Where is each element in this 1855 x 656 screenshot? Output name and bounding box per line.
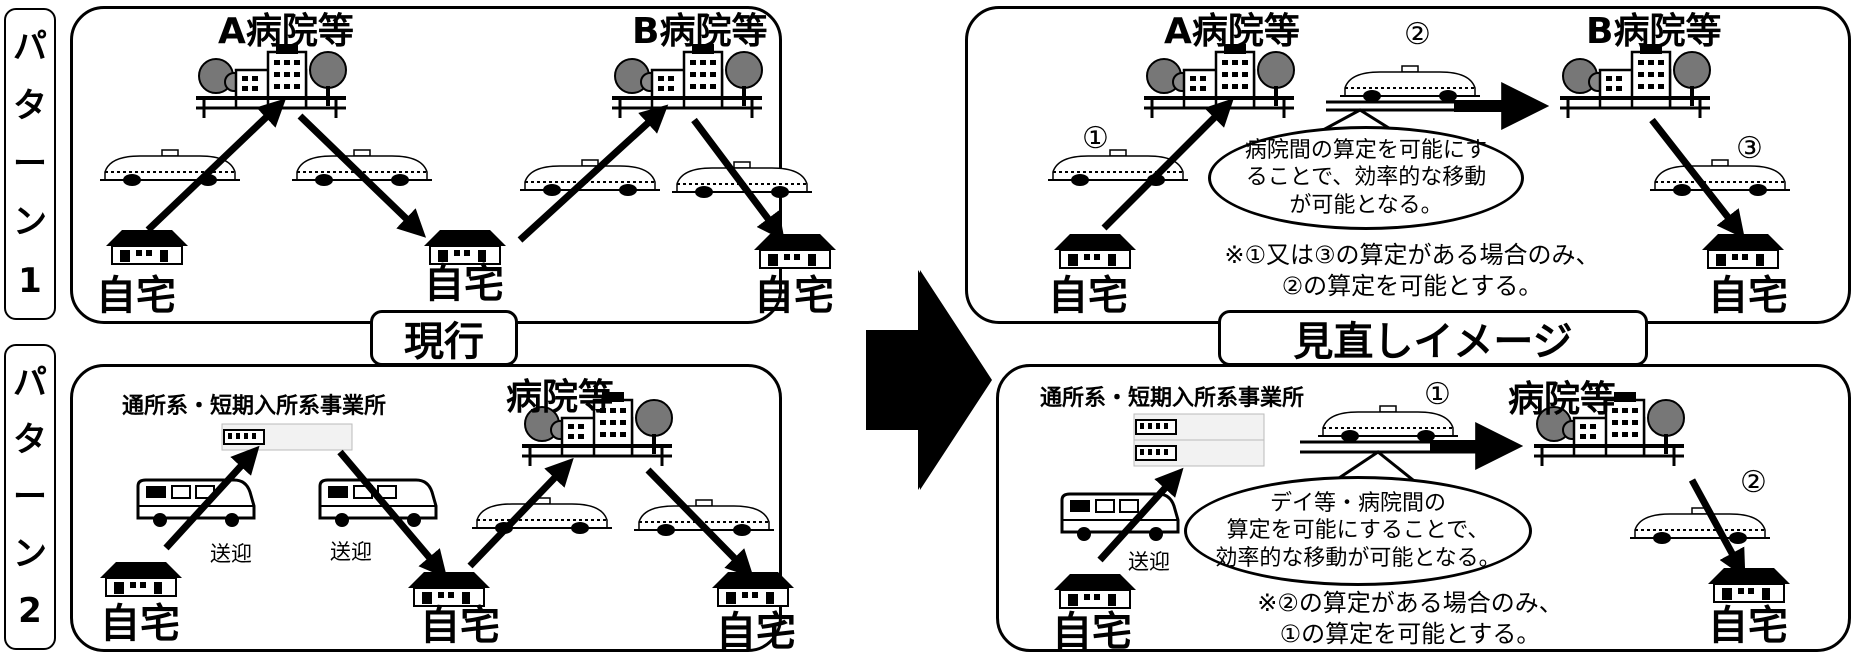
right-p1-home-1: 自宅: [1048, 273, 1128, 319]
right-p1-home-2: 自宅: [1708, 273, 1788, 319]
right-bottom-num2: ②: [1740, 465, 1767, 500]
left-p2-home-3: 自宅: [716, 609, 796, 655]
pattern1-side-label: パ タ ー ン 1: [4, 8, 56, 320]
right-pickup: 送迎: [1128, 550, 1170, 574]
right-p2-home-2: 自宅: [1708, 603, 1788, 649]
left-p2-home-1: 自宅: [100, 601, 180, 647]
right-bottom-note: ※②の算定がある場合のみ、 ①の算定を可能とする。: [1257, 589, 1563, 649]
left-p2-home-2: 自宅: [420, 603, 500, 649]
left-hospital-b-label: B病院等: [632, 11, 768, 52]
right-bottom-num1: ①: [1424, 377, 1451, 412]
left-hospital-a-label: A病院等: [218, 11, 354, 52]
left-facility-label: 通所系・短期入所系事業所: [122, 394, 387, 419]
right-p2-home-1: 自宅: [1052, 609, 1132, 655]
right-top-note: ※①又は③の算定がある場合のみ、 ②の算定を可能とする。: [1224, 241, 1600, 301]
left-pickup-2: 送迎: [330, 540, 372, 564]
right-top-num3: ③: [1736, 131, 1763, 166]
right-top-num2: ②: [1404, 17, 1431, 52]
left-p1-home-2: 自宅: [424, 261, 504, 307]
revised-label: 見直しイメージ: [1218, 310, 1648, 366]
pattern2-side-label: パ タ ー ン 2: [4, 344, 56, 650]
left-p1-home-1: 自宅: [96, 273, 176, 319]
right-bottom-bubble: デイ等・病院間の 算定を可能にすることで、 効率的な移動が可能となる。: [1184, 476, 1532, 586]
right-top-bubble: 病院間の算定を可能にす ることで、効率的な移動 が可能となる。: [1208, 126, 1524, 230]
right-facility-label: 通所系・短期入所系事業所: [1040, 386, 1305, 411]
left-hospital-label: 病院等: [506, 377, 615, 418]
left-pickup-1: 送迎: [210, 542, 252, 566]
right-top-num1: ①: [1082, 121, 1109, 156]
right-hospital-label: 病院等: [1508, 379, 1617, 420]
right-hospital-b-label: B病院等: [1586, 11, 1722, 52]
right-hospital-a-label: A病院等: [1164, 11, 1300, 52]
current-label: 現行: [370, 310, 518, 366]
left-p1-home-3: 自宅: [754, 273, 834, 319]
